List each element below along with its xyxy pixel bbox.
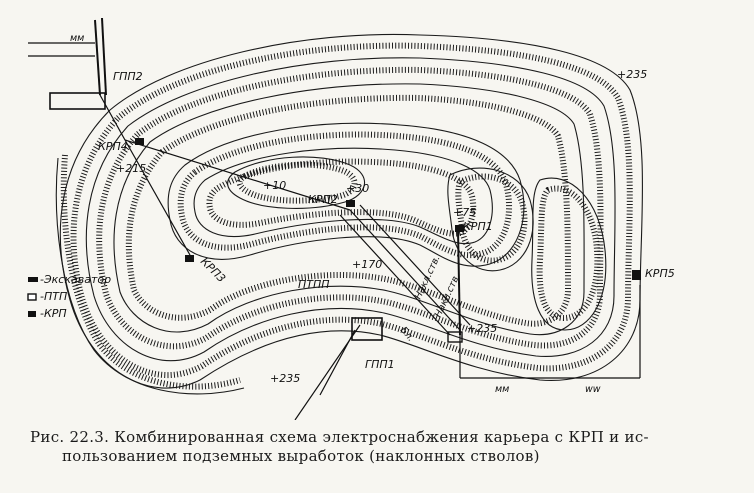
power-lines xyxy=(28,17,641,420)
mm-top-label: мм xyxy=(70,33,84,44)
mm-bottom-label: мм xyxy=(495,384,509,395)
elev-235-top-label: +235 xyxy=(617,68,647,81)
elev-235-mid-label: +235 xyxy=(467,322,497,335)
krp1-marker xyxy=(455,225,464,232)
krp4-label: КРП4 xyxy=(98,140,128,153)
legend-ptp: -ПТП xyxy=(40,290,67,303)
elev-235-bottom-label: +235 xyxy=(270,372,300,385)
elev-170-label: +170 xyxy=(352,258,382,271)
figure-caption: Рис. 22.3. Комбинированная схема электро… xyxy=(30,428,730,466)
krp3-marker xyxy=(185,255,194,262)
krp4-marker xyxy=(135,138,144,145)
gpp1-block xyxy=(351,317,383,341)
quarry-power-scheme-diagram: ГПП2 ГПП1 КРП4 КРП2 КРП1 КРП5 КРП3 ПТПП … xyxy=(27,17,675,420)
elev-30-label: +30 xyxy=(346,182,369,195)
excavator-marker xyxy=(28,277,38,282)
elev-10-label: +10 xyxy=(263,179,286,192)
gpp2-label: ГПП2 xyxy=(113,70,143,83)
caption-line-2: пользованием подземных выработок (наклон… xyxy=(62,447,540,465)
ptpp-label: ПТПП xyxy=(298,278,330,291)
krp5-marker xyxy=(632,270,641,280)
krp1-label: КРП1 xyxy=(463,220,493,233)
ptp-marker xyxy=(27,293,37,301)
caption-line-1: Рис. 22.3. Комбинированная схема электро… xyxy=(30,428,649,446)
krp-marker xyxy=(28,311,36,317)
pit-contours xyxy=(55,33,644,395)
krp2-marker xyxy=(346,200,355,207)
elev-215-label: +215 xyxy=(116,162,146,175)
gpp1-label: ГПП1 xyxy=(365,358,395,371)
junction-box xyxy=(447,331,463,343)
legend-excavator: -Экскаватор xyxy=(40,273,111,286)
ww-bottom-label: ww xyxy=(585,384,601,395)
krp2-label: КРП2 xyxy=(308,193,338,206)
gpp2-block xyxy=(49,92,106,110)
elev-75-label: +75 xyxy=(453,206,476,219)
krp5-label: КРП5 xyxy=(645,267,675,280)
legend: -Экскаватор -ПТП -КРП xyxy=(27,273,111,320)
legend-krp: -КРП xyxy=(40,307,67,320)
